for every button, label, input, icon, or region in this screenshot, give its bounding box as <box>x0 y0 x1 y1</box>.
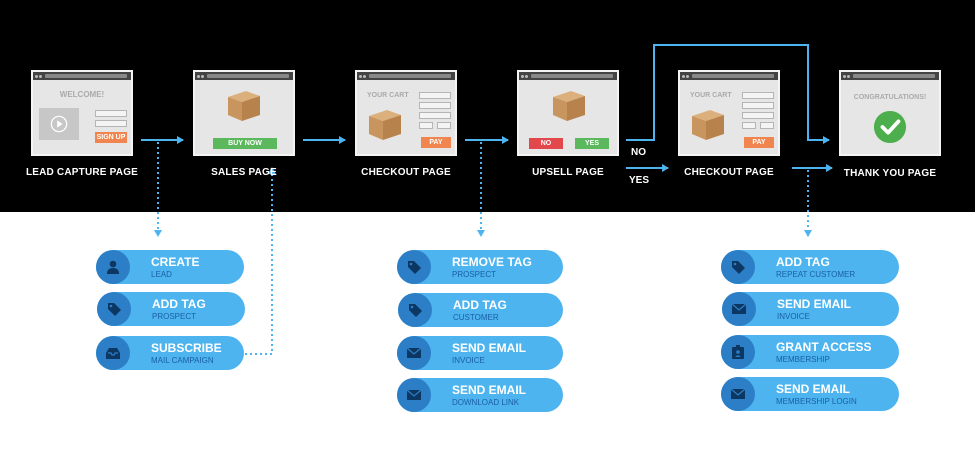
action-title: ADD TAG <box>152 297 206 311</box>
action-sub: MEMBERSHIP <box>776 355 830 364</box>
action-title: CREATE <box>151 255 200 269</box>
action-sub: MEMBERSHIP LOGIN <box>776 397 857 406</box>
action-add-tag-prospect: ADD TAG PROSPECT <box>97 292 245 326</box>
action-title: SUBSCRIBE <box>151 341 222 355</box>
action-sub: DOWNLOAD LINK <box>452 398 520 407</box>
tag-icon <box>108 303 121 316</box>
cart-field <box>742 102 774 109</box>
welcome-title: WELCOME! <box>59 90 105 99</box>
lead-capture-window: WELCOME! SIGN UP <box>31 70 133 156</box>
action-send-email-invoice: SEND EMAIL INVOICE <box>397 336 563 370</box>
cart-field <box>419 122 433 129</box>
stage-label-sales: SALES PAGE <box>211 167 277 178</box>
envelope-icon <box>406 347 422 358</box>
action-title: SEND EMAIL <box>776 382 851 396</box>
stage-label-upsell: UPSELL PAGE <box>532 167 604 178</box>
pay-button: PAY <box>421 137 451 148</box>
action-send-email-download: SEND EMAIL DOWNLOAD LINK <box>397 378 563 412</box>
action-send-email-membership-login: SEND EMAIL MEMBERSHIP LOGIN <box>721 377 899 411</box>
tag-icon <box>408 261 421 274</box>
action-grant-access: GRANT ACCESS MEMBERSHIP <box>721 335 899 369</box>
stage-label-checkout-2: CHECKOUT PAGE <box>684 167 774 178</box>
buy-now-button: BUY NOW <box>213 138 277 149</box>
video-placeholder <box>39 108 79 140</box>
box-icon <box>692 110 724 140</box>
stage-label-checkout: CHECKOUT PAGE <box>361 167 451 178</box>
envelope-icon <box>406 389 422 400</box>
cart-field <box>419 112 451 119</box>
yes-button: YES <box>575 138 609 149</box>
your-cart-title: YOUR CART <box>690 92 732 99</box>
action-title: SEND EMAIL <box>452 341 527 355</box>
cart-field <box>760 122 774 129</box>
cart-field <box>742 112 774 119</box>
upsell-window: NO YES <box>517 70 619 156</box>
cart-field <box>742 122 756 129</box>
action-subscribe-campaign: SUBSCRIBE MAIL CAMPAIGN <box>96 336 244 370</box>
action-sub: PROSPECT <box>152 312 197 321</box>
checkout-window-2: YOUR CART PAY <box>678 70 780 156</box>
sales-window: BUY NOW <box>193 70 295 156</box>
tag-icon <box>409 304 422 317</box>
no-button: NO <box>529 138 563 149</box>
stage-label-thank-you: THANK YOU PAGE <box>843 168 937 179</box>
box-icon <box>369 110 401 140</box>
email-field <box>95 120 127 127</box>
stage-label-lead-capture: LEAD CAPTURE PAGE <box>25 167 139 178</box>
action-title: GRANT ACCESS <box>776 340 872 354</box>
id-badge-icon <box>732 345 744 359</box>
action-sub: MAIL CAMPAIGN <box>151 356 214 365</box>
thank-you-window: CONGRATULATIONS! <box>839 70 941 156</box>
action-send-email-invoice-2: SEND EMAIL INVOICE <box>722 292 899 326</box>
inbox-icon <box>106 348 120 359</box>
cart-field <box>419 92 451 99</box>
check-icon <box>873 110 907 144</box>
action-add-tag-customer: ADD TAG CUSTOMER <box>398 293 563 327</box>
congratulations-title: CONGRATULATIONS! <box>853 94 927 101</box>
box-icon <box>228 91 260 121</box>
play-icon <box>50 115 68 133</box>
action-sub: PROSPECT <box>452 270 497 279</box>
action-remove-tag-prospect: REMOVE TAG PROSPECT <box>397 250 563 284</box>
action-sub: CUSTOMER <box>453 313 499 322</box>
envelope-icon <box>730 388 746 399</box>
branch-no-label: NO <box>631 147 646 158</box>
action-title: SEND EMAIL <box>777 297 852 311</box>
funnel-background <box>0 0 975 212</box>
tag-icon <box>732 261 745 274</box>
branch-yes-label: YES <box>629 175 650 186</box>
action-title: ADD TAG <box>453 298 507 312</box>
action-title: REMOVE TAG <box>452 255 532 269</box>
action-create-lead: CREATE LEAD <box>96 250 244 284</box>
your-cart-title: YOUR CART <box>367 92 409 99</box>
cart-field <box>742 92 774 99</box>
action-sub: INVOICE <box>777 312 810 321</box>
sign-up-button: SIGN UP <box>95 132 127 143</box>
cart-field <box>437 122 451 129</box>
cart-field <box>419 102 451 109</box>
action-sub: REPEAT CUSTOMER <box>776 270 856 279</box>
envelope-icon <box>731 303 747 314</box>
pay-button: PAY <box>744 137 774 148</box>
action-title: ADD TAG <box>776 255 830 269</box>
box-icon <box>553 91 585 121</box>
checkout-window: YOUR CART PAY <box>355 70 457 156</box>
action-title: SEND EMAIL <box>452 383 527 397</box>
name-field <box>95 110 127 117</box>
action-sub: LEAD <box>151 270 172 279</box>
action-sub: INVOICE <box>452 356 485 365</box>
user-icon <box>107 260 119 274</box>
action-add-tag-repeat-customer: ADD TAG REPEAT CUSTOMER <box>721 250 899 284</box>
